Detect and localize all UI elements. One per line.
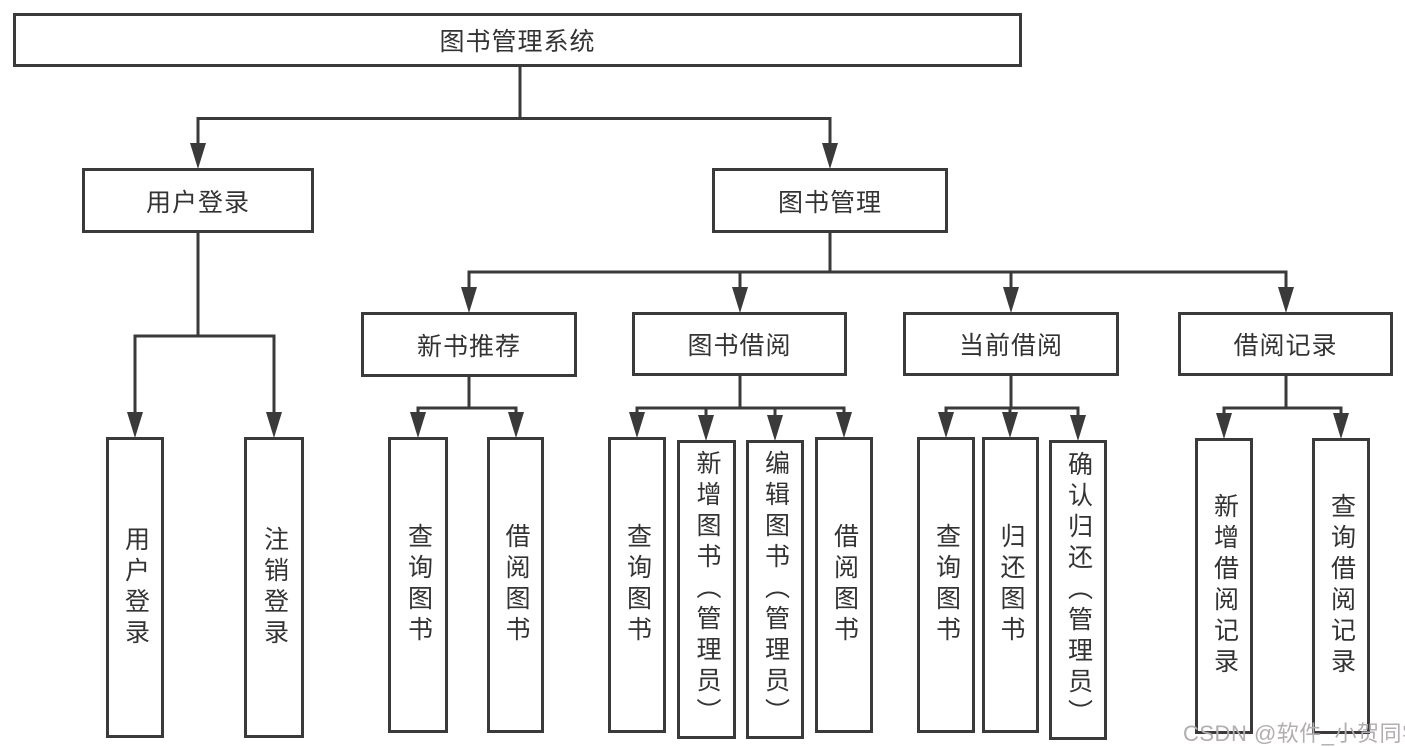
leaf-query-books-current-label: 查询图书 [932, 523, 961, 647]
leaf-query-books-recommend-label: 查询图书 [404, 523, 433, 647]
leaf-add-borrow-record-label: 新增借阅记录 [1210, 493, 1239, 679]
leaf-query-books-current: 查询图书 [917, 437, 975, 733]
node-borrow-records: 借阅记录 [1178, 312, 1393, 376]
node-user-login-label: 用户登录 [145, 188, 250, 217]
node-new-book-recommend-label: 新书推荐 [416, 332, 521, 361]
leaf-borrow-books-recommend: 借阅图书 [487, 437, 544, 733]
node-current-borrow: 当前借阅 [903, 312, 1119, 376]
leaf-query-books-borrow: 查询图书 [608, 437, 666, 733]
leaf-query-books-recommend: 查询图书 [388, 437, 448, 733]
node-book-borrow-label: 图书借阅 [687, 332, 792, 360]
leaf-add-books-admin: 新增图书（管理员） [677, 440, 736, 739]
leaf-confirm-return-admin: 确认归还（管理员） [1049, 440, 1107, 740]
node-borrow-records-label: 借阅记录 [1233, 332, 1338, 360]
leaf-borrow-books-recommend-label: 借阅图书 [502, 523, 530, 647]
node-book-management-label: 图书管理 [777, 188, 882, 217]
node-user-login: 用户登录 [82, 168, 314, 233]
node-book-management: 图书管理 [712, 168, 948, 233]
leaf-user-login-label: 用户登录 [121, 525, 150, 650]
leaf-query-books-borrow-label: 查询图书 [623, 523, 652, 647]
csdn-watermark: CSDN @软件_小贺同学 [1183, 721, 1405, 746]
leaf-add-borrow-record: 新增借阅记录 [1195, 438, 1253, 734]
leaf-logout: 注销登录 [244, 437, 304, 738]
leaf-logout-label: 注销登录 [260, 525, 289, 650]
node-book-management-system-label: 图书管理系统 [439, 28, 596, 56]
leaf-return-books-label: 归还图书 [997, 523, 1025, 647]
leaf-query-borrow-record-label: 查询借阅记录 [1327, 493, 1356, 679]
node-book-borrow: 图书借阅 [632, 312, 847, 376]
leaf-borrow-books-borrow-label: 借阅图书 [830, 523, 859, 647]
leaf-return-books: 归还图书 [982, 437, 1039, 733]
leaf-user-login: 用户登录 [106, 437, 164, 738]
leaf-add-books-admin-label: 新增图书（管理员） [693, 450, 721, 729]
node-new-book-recommend: 新书推荐 [361, 312, 577, 377]
node-current-borrow-label: 当前借阅 [958, 332, 1063, 360]
leaf-query-borrow-record: 查询借阅记录 [1312, 438, 1370, 734]
leaf-borrow-books-borrow: 借阅图书 [815, 437, 873, 733]
node-book-management-system: 图书管理系统 [13, 13, 1022, 67]
leaf-confirm-return-admin-label: 确认归还（管理员） [1064, 450, 1093, 730]
leaf-edit-books-admin-label: 编辑图书（管理员） [761, 450, 790, 729]
leaf-edit-books-admin: 编辑图书（管理员） [746, 440, 804, 739]
arrowheads [127, 143, 1349, 441]
